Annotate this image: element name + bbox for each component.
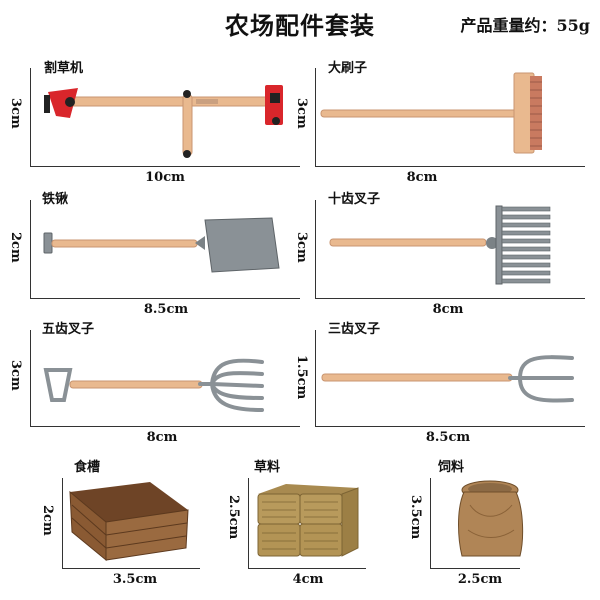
width-line — [30, 426, 300, 427]
item-label: 大刷子 — [328, 61, 368, 76]
width-dimension: 8cm — [432, 302, 464, 317]
item-label: 食槽 — [74, 460, 101, 475]
height-dimension: 3cm — [8, 98, 23, 129]
height-line — [30, 200, 31, 298]
height-dimension: 3cm — [294, 98, 309, 129]
height-dimension: 2cm — [8, 232, 23, 263]
width-dimension: 8.5cm — [143, 302, 189, 317]
height-line — [62, 478, 63, 568]
item-label: 饲料 — [438, 460, 465, 475]
width-dimension: 10cm — [145, 170, 185, 185]
height-line — [315, 330, 316, 426]
height-dimension: 3cm — [294, 232, 309, 263]
item-label: 五齿叉子 — [42, 322, 95, 337]
width-dimension: 2.5cm — [457, 572, 503, 587]
item-label: 铁锹 — [42, 192, 69, 207]
width-dimension: 8.5cm — [425, 430, 471, 445]
height-line — [30, 330, 31, 426]
width-line — [315, 426, 585, 427]
width-dimension: 8cm — [406, 170, 438, 185]
height-dimension: 2.5cm — [226, 495, 241, 540]
width-line — [30, 298, 300, 299]
page-title: 农场配件套装 — [225, 11, 375, 40]
height-line — [430, 478, 431, 568]
width-dimension: 4cm — [292, 572, 324, 587]
width-line — [62, 568, 200, 569]
item-label: 草料 — [254, 460, 281, 475]
width-dimension: 8cm — [146, 430, 178, 445]
width-line — [315, 298, 585, 299]
item-label: 三齿叉子 — [328, 322, 381, 337]
item-label: 割草机 — [44, 61, 84, 76]
height-dimension: 1.5cm — [294, 355, 309, 400]
height-line — [30, 68, 31, 166]
height-line — [315, 200, 316, 298]
height-line — [315, 68, 316, 166]
width-dimension: 3.5cm — [112, 572, 158, 587]
weight-info: 产品重量约：55g — [460, 16, 590, 35]
height-dimension: 2cm — [40, 505, 55, 536]
item-label: 十齿叉子 — [328, 192, 381, 207]
height-dimension: 3.5cm — [408, 495, 423, 540]
width-line — [30, 166, 300, 167]
height-line — [248, 478, 249, 568]
width-line — [315, 166, 585, 167]
width-line — [248, 568, 366, 569]
height-dimension: 3cm — [8, 360, 23, 391]
width-line — [430, 568, 520, 569]
